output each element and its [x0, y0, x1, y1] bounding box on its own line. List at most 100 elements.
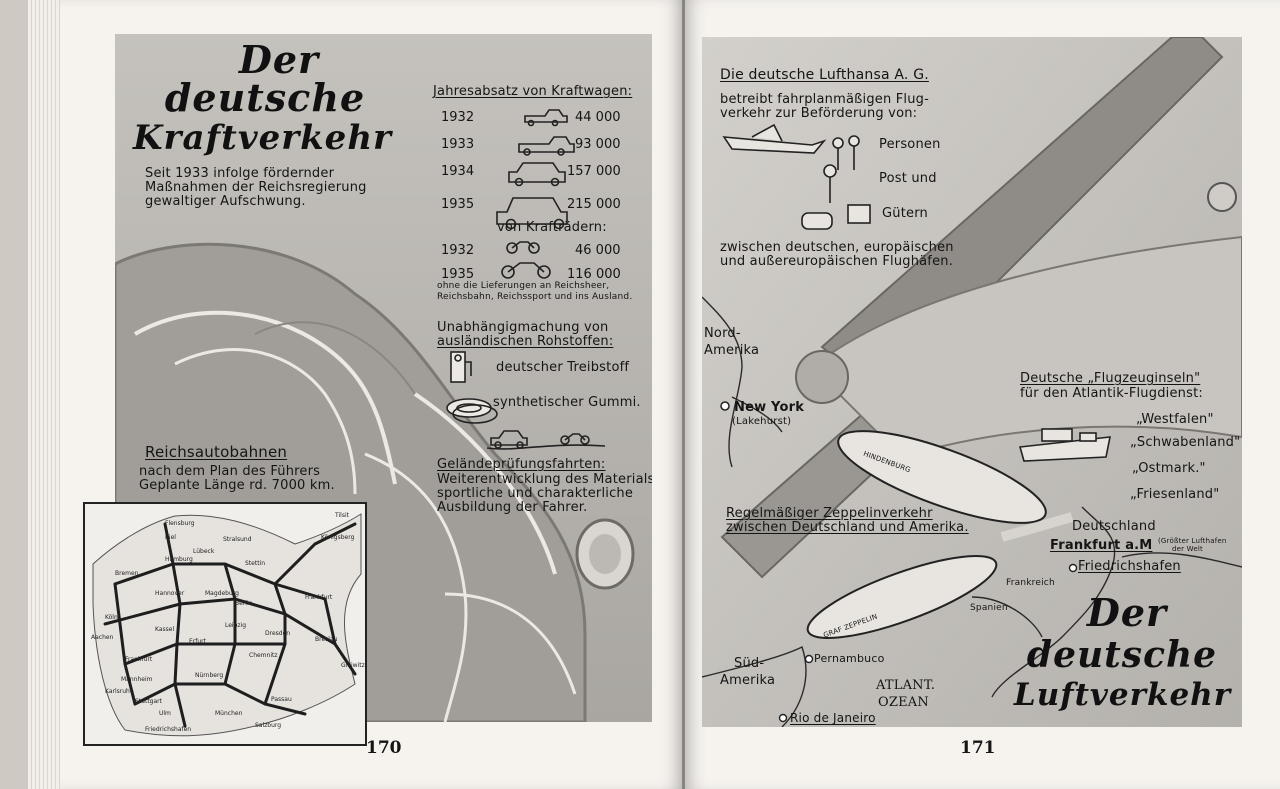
city-label: Mannheim	[121, 676, 153, 683]
city-label: Ulm	[159, 710, 171, 717]
flughaefen-line-2: und außereuropäischen Flughäfen.	[720, 254, 954, 269]
atlant-line-1: ATLANT.	[876, 678, 936, 693]
autobahn-network	[92, 513, 362, 737]
gueter-label: Gütern	[882, 206, 928, 221]
city-label: Leipzig	[225, 622, 247, 629]
city-label: Breslau	[315, 636, 338, 643]
city-label: Stralsund	[223, 536, 252, 543]
rohstoffe-heading-2: ausländischen Rohstoffen:	[437, 334, 614, 349]
footnote-line-1: ohne die Lieferungen an Reichsheer,	[437, 281, 610, 291]
friedrichshafen-label: Friedrichshafen	[1078, 559, 1181, 574]
page-edges	[28, 0, 62, 789]
treibstoff-label: deutscher Treibstoff	[496, 360, 630, 375]
kw-year-1932: 1932	[441, 110, 475, 125]
frankfurt-note-2: der Welt	[1172, 545, 1203, 553]
title-line-3: Kraftverkehr	[133, 118, 392, 158]
kw-value-1935: 215 000	[567, 197, 621, 212]
right-title-line-3: Luftverkehr	[1013, 677, 1232, 713]
frankfurt-label: Frankfurt a.M	[1050, 538, 1153, 553]
rio-marker-icon	[778, 713, 788, 723]
city-label: Hannover	[155, 590, 185, 597]
motorcycle-icons	[501, 241, 551, 279]
city-label: Königsberg	[321, 534, 355, 541]
city-label: Bremen	[115, 570, 139, 577]
personen-label: Personen	[879, 137, 941, 152]
lufthansa-heading: Die deutsche Lufthansa A. G.	[720, 67, 929, 83]
city-label: Friedrichshafen	[145, 726, 192, 733]
city-label: Passau	[271, 696, 292, 703]
city-label: Salzburg	[255, 722, 282, 729]
nordamerika-line-1: Nord-	[704, 326, 741, 341]
car-icons	[496, 109, 575, 230]
right-plate: Die deutsche Lufthansa A. G. betreibt fa…	[702, 37, 1242, 727]
city-label: Berlin	[235, 600, 253, 607]
city-label: München	[215, 710, 243, 717]
gelaende-line-3: Ausbildung der Fahrer.	[437, 500, 588, 515]
lufthansa-line-2: verkehr zur Beförderung von:	[720, 106, 918, 121]
deutschland-label: Deutschland	[1072, 519, 1156, 534]
footnote-line-2: Reichsbahn, Reichssport und ins Ausland.	[437, 292, 633, 302]
flugzeuginseln-sub: für den Atlantik-Flugdienst:	[1020, 386, 1203, 401]
ship-westfalen: „Westfalen"	[1136, 412, 1214, 427]
flughaefen-line-1: zwischen deutschen, europäischen	[720, 240, 954, 255]
kw-year-1933: 1933	[441, 137, 475, 152]
flugzeuginseln-heading: Deutsche „Flugzeuginseln"	[1020, 371, 1201, 386]
autobahn-map: Flensburg Kiel Lübeck Stralsund Stettin …	[83, 502, 367, 746]
title-line-2: deutsche	[164, 75, 366, 120]
aircraft-and-map-illustration	[702, 37, 1242, 727]
city-label: Kassel	[155, 626, 175, 633]
city-label: Tilsit	[335, 512, 349, 519]
right-title-line-1: Der	[1086, 590, 1168, 635]
autobahn-line-1: nach dem Plan des Führers	[139, 464, 321, 479]
nordamerika-line-2: Amerika	[704, 343, 760, 358]
kw-year-1934: 1934	[441, 164, 475, 179]
right-title-line-2: deutsche	[1026, 634, 1218, 676]
post-label: Post und	[879, 171, 937, 186]
newyork-label: New York	[734, 400, 805, 415]
kr-year-1935: 1935	[441, 267, 475, 282]
suedamerika-line-1: Süd-	[734, 656, 765, 671]
gummi-label: synthetischer Gummi.	[493, 395, 641, 410]
page-number-right: 171	[960, 738, 996, 758]
gelaende-line-1: Weiterentwicklung des Materials,	[437, 472, 652, 487]
kraftraeder-heading: von Krafträdern:	[497, 220, 607, 235]
newyork-marker-icon	[720, 401, 730, 411]
city-label: Hamburg	[165, 556, 193, 563]
suedamerika-line-2: Amerika	[720, 673, 776, 688]
city-label: Frankfurt	[305, 594, 333, 601]
kraftwagen-heading: Jahresabsatz von Kraftwagen:	[433, 84, 633, 99]
kw-value-1934: 157 000	[567, 164, 621, 179]
atlant-line-2: OZEAN	[878, 695, 929, 710]
city-label: Stettin	[245, 560, 266, 567]
ship-ostmark: „Ostmark."	[1132, 461, 1206, 476]
city-label: Gleiwitz	[341, 662, 365, 669]
city-label: Erfurt	[189, 638, 206, 645]
pernambuco-marker-icon	[804, 654, 814, 664]
kr-value-1932: 46 000	[575, 243, 621, 258]
city-label: Nürnberg	[195, 672, 224, 679]
fuel-pump-and-tire-icons	[446, 351, 498, 424]
city-label: Kiel	[165, 534, 176, 541]
spanien-label: Spanien	[970, 603, 1008, 613]
intro-line-2: Maßnahmen der Reichsregierung	[145, 180, 367, 195]
lakehurst-label: (Lakehurst)	[732, 416, 792, 427]
title-line-1: Der	[238, 37, 320, 82]
kr-year-1932: 1932	[441, 243, 475, 258]
intro-line-1: Seit 1933 infolge fördernder	[145, 166, 335, 181]
city-label: Magdeburg	[205, 590, 239, 597]
city-label: Frankfurt	[125, 656, 153, 663]
zeppelin-heading-1: Regelmäßiger Zeppelinverkehr	[726, 506, 933, 521]
book-gutter	[682, 0, 685, 789]
ship-friesenland: „Friesenland"	[1130, 487, 1220, 502]
city-label: Köln	[105, 614, 118, 621]
kw-value-1932: 44 000	[575, 110, 621, 125]
rio-label: Rio de Janeiro	[790, 711, 876, 725]
city-label: Chemnitz	[249, 652, 278, 659]
zeppelin-heading-2: zwischen Deutschland und Amerika.	[726, 520, 969, 535]
kw-year-1935: 1935	[441, 197, 475, 212]
kw-value-1933: 93 000	[575, 137, 621, 152]
ship-schwabenland: „Schwabenland"	[1130, 435, 1241, 450]
offroad-icons	[487, 430, 606, 450]
frankreich-label: Frankreich	[1006, 578, 1055, 588]
